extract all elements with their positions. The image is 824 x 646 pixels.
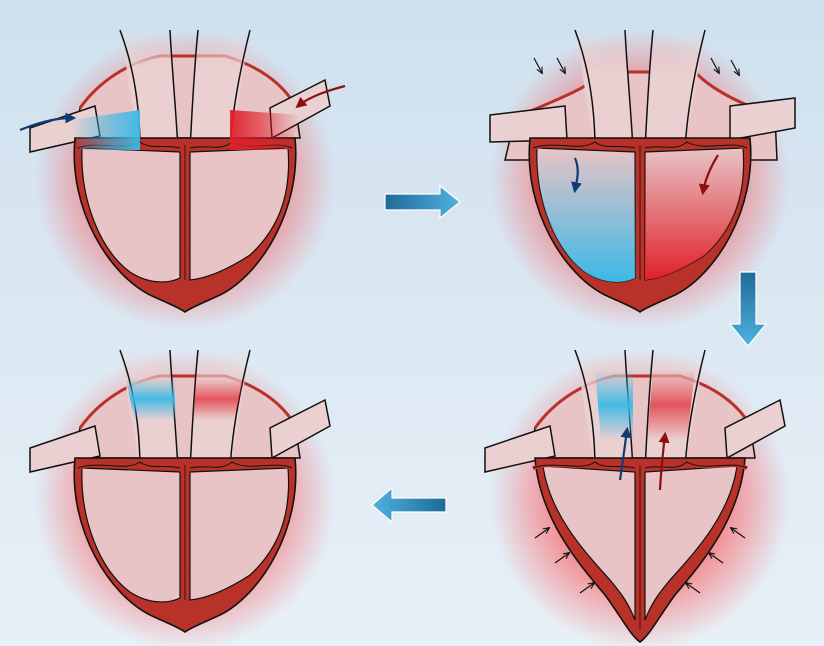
left-ventricle-cavity <box>81 147 181 283</box>
blue-down-arrow <box>571 157 582 194</box>
red-up-arrow <box>658 431 670 491</box>
squeeze-arrow <box>579 583 594 594</box>
left-ventricle-cavity <box>542 465 636 621</box>
right-atrium-blood <box>230 110 300 150</box>
valve-plane-outline <box>532 141 748 149</box>
heart-panel-relaxation <box>29 349 335 646</box>
right-ventricle-cavity <box>189 147 290 281</box>
blue-inflow-arrow <box>19 112 77 132</box>
left-inflow-vessel <box>489 105 568 143</box>
blue-up-arrow <box>618 426 632 481</box>
step-arrow-down <box>728 271 768 347</box>
squeeze-arrow <box>534 528 549 539</box>
heart-panel-atrial-filling <box>19 29 346 330</box>
squeeze-arrow <box>710 57 719 73</box>
aorta-blood <box>193 378 244 420</box>
squeeze-arrow <box>686 583 701 594</box>
right-ventricle-blood <box>645 148 744 280</box>
right-great-artery <box>645 30 705 150</box>
left-great-artery <box>575 30 633 150</box>
pulmonary-artery-blood <box>126 378 176 420</box>
pulmonary-outflow-blood <box>595 370 633 440</box>
squeeze-arrow <box>556 57 565 73</box>
heart-panel-ventricular-contraction <box>484 349 790 646</box>
left-inflow-vessel <box>484 425 556 473</box>
valve-plane-outline <box>77 461 293 469</box>
squeeze-arrow <box>730 59 739 75</box>
left-atrium-blood <box>70 110 140 150</box>
left-ventricle-blood <box>536 148 635 282</box>
atria-wall <box>78 54 297 109</box>
red-down-arrow <box>698 154 719 196</box>
squeeze-arrow <box>709 553 724 564</box>
left-inflow-vessel <box>29 425 101 473</box>
left-ventricle-cavity <box>81 467 181 603</box>
atria-wall <box>533 374 752 429</box>
aortic-outflow-blood <box>647 370 695 440</box>
step-arrow-left <box>371 486 447 524</box>
red-inflow-arrow <box>295 84 346 109</box>
squeeze-arrow <box>533 57 542 73</box>
step-arrow-right <box>384 184 461 220</box>
left-great-artery <box>120 30 178 150</box>
squeeze-arrow <box>731 528 746 539</box>
right-ventricle-cavity <box>644 465 738 621</box>
squeeze-arrow <box>554 553 569 564</box>
right-inflow-vessel <box>729 97 796 141</box>
right-ventricle-cavity <box>189 467 290 601</box>
heart-panel-atrial-contraction <box>489 29 796 330</box>
atria-wall <box>78 374 297 429</box>
